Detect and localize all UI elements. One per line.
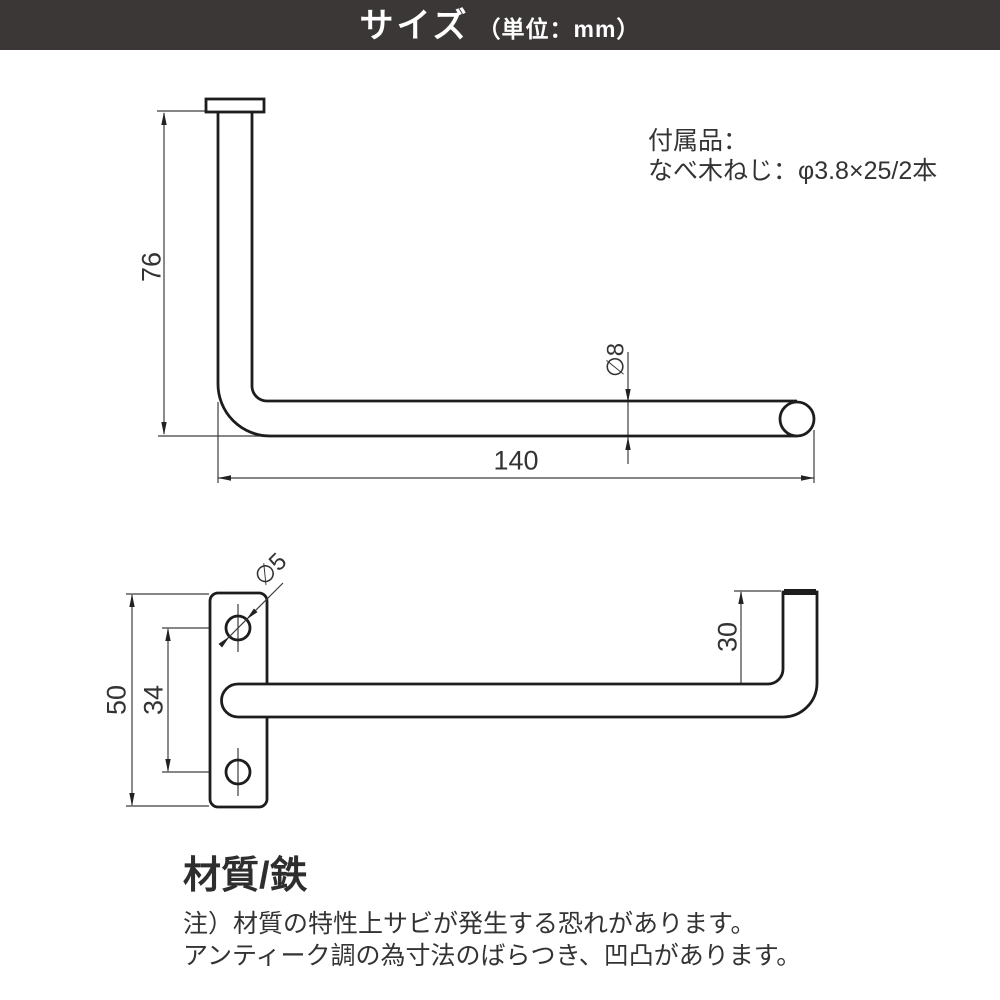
- material-section: 材質/鉄 注）材質の特性上サビが発生する恐れがあります。 アンティーク調の為寸法…: [183, 854, 801, 972]
- arrowhead: [218, 475, 231, 481]
- arrowhead: [246, 608, 258, 620]
- size-header-text: サイズ （単位：mm）: [360, 4, 641, 48]
- mounting-cap-outline: [204, 97, 266, 114]
- dim-label-hole-diameter: ∅5: [249, 548, 292, 591]
- dim-label-length: 140: [493, 446, 538, 476]
- arrowhead: [129, 594, 135, 607]
- dim-label-height: 76: [136, 252, 166, 282]
- dim-label-hook-height: 30: [712, 622, 742, 652]
- header-title: サイズ: [359, 7, 470, 45]
- arrowhead: [738, 591, 744, 604]
- side-view-drawing: 76 140 ∅8: [136, 97, 816, 483]
- hook-rod-outline: [220, 590, 819, 719]
- arrowhead: [129, 793, 135, 806]
- arrowhead: [161, 422, 167, 435]
- accessories-title: 付属品：: [648, 127, 749, 155]
- header-unit: （単位：mm）: [477, 16, 641, 42]
- arrowhead: [625, 437, 631, 450]
- dim-label-hole-pitch: 34: [138, 685, 168, 715]
- material-note-2: アンティーク調の為寸法のばらつき、凹凸があります。: [183, 942, 802, 970]
- size-header-bar: サイズ （単位：mm）: [0, 0, 1000, 50]
- dim-label-plate-height: 50: [101, 685, 131, 715]
- material-heading: 材質/鉄: [183, 855, 308, 897]
- rod-ball-end-outline: [778, 400, 816, 438]
- arrowhead: [161, 112, 167, 125]
- arrowhead: [218, 636, 230, 648]
- rod-outer-outline: [216, 112, 797, 438]
- dim-label-rod-diameter: ∅8: [602, 343, 629, 377]
- rod-inner-outline: [250, 112, 797, 403]
- front-view-drawing: 50 34 30 ∅5: [101, 548, 819, 809]
- material-note-1: 注）材質の特性上サビが発生する恐れがあります。: [183, 910, 756, 938]
- arrowhead: [165, 759, 171, 772]
- arrowhead: [801, 475, 814, 481]
- screw-hole-top: [224, 614, 252, 642]
- accessories-screw-spec: なべ木ねじ：φ3.8×25/2本: [648, 157, 938, 185]
- arrowhead: [625, 389, 631, 402]
- arrowhead: [165, 628, 171, 641]
- accessories-note: 付属品： なべ木ねじ：φ3.8×25/2本: [648, 126, 937, 186]
- screw-hole-bottom: [224, 758, 252, 786]
